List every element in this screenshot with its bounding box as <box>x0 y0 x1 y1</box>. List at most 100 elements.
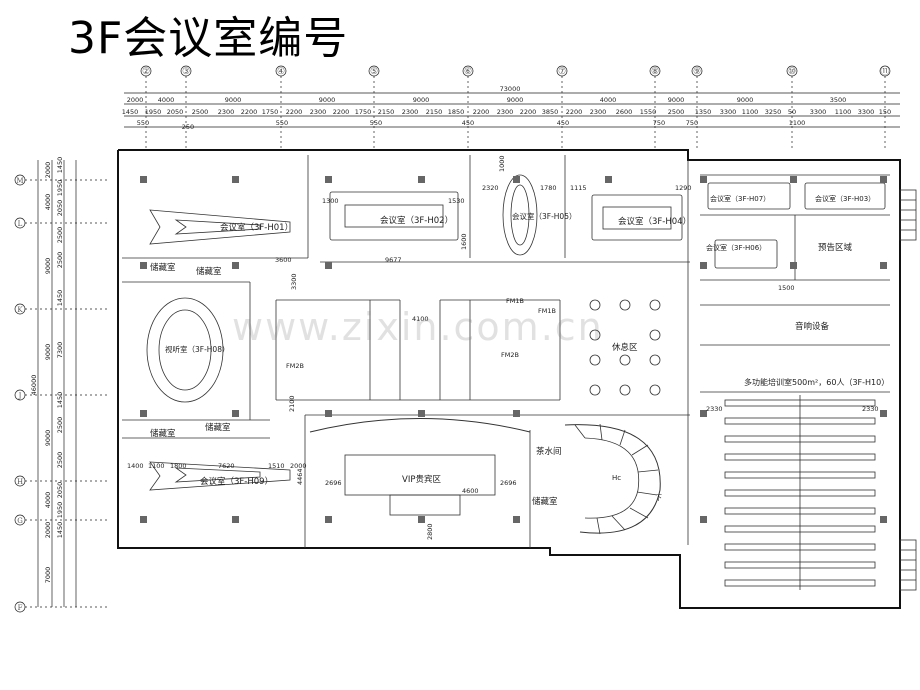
room-label-vip: VIP贵宾区 <box>402 474 441 485</box>
dim-top-2: 1950 <box>145 108 162 116</box>
room-label-h06: 会议室（3F-H06） <box>706 243 766 252</box>
dim-left-outer: 2000 <box>44 522 52 539</box>
room-label-storage: 储藏室 <box>532 496 558 507</box>
dim-top-2: 3300 <box>720 108 737 116</box>
room-label-storage: 储藏室 <box>150 428 176 439</box>
dim-left-inner: 2050 <box>56 482 64 499</box>
axis-top-label: ⑦ <box>558 67 566 77</box>
dim-top-1: 9000 <box>413 96 430 104</box>
dim-top-2: 2500 <box>668 108 685 116</box>
dim-left-inner: 1450 <box>56 522 64 539</box>
room-label-tea: 茶水间 <box>536 446 562 457</box>
room-label-h10: 多功能培训室500m²，60人（3F-H10） <box>744 377 889 387</box>
lounge-chairs <box>589 299 661 396</box>
dim-left-inner: 2500 <box>56 252 64 269</box>
room-dim: 1500 <box>778 284 795 292</box>
door-tag: FM2B <box>501 351 519 359</box>
dim-left-inner: 1950 <box>56 502 64 519</box>
dim-top-2: 2600 <box>616 108 633 116</box>
dim-top-2: 50 <box>788 108 796 116</box>
dim-top-2: 2500 <box>192 108 209 116</box>
room-dim: 2330 <box>706 405 723 413</box>
dim-left-outer: 9000 <box>44 344 52 361</box>
dim-left-outer: 9000 <box>44 258 52 275</box>
dim-top-1: 2000 <box>127 96 144 104</box>
axis-top-label: ⑥ <box>464 67 472 77</box>
dim-top-2: 2150 <box>426 108 443 116</box>
dim-left-inner: 1450 <box>56 290 64 307</box>
room-dim: 2100 <box>288 395 296 412</box>
room-dim: 4600 <box>462 487 479 495</box>
room-label-h02: 会议室（3F-H02） <box>380 215 453 226</box>
dim-top-2: 1550 <box>640 108 657 116</box>
dim-left-inner: 1450 <box>56 392 64 409</box>
room-dim: 7620 <box>218 462 235 470</box>
room-dim: 2696 <box>500 479 517 487</box>
room-label-reception: 预告区域 <box>818 242 853 253</box>
axis-left-label: H <box>17 478 23 486</box>
dim-top-2: 1750 <box>262 108 279 116</box>
dim-top-2: 2200 <box>241 108 258 116</box>
dim-top-2: 2200 <box>566 108 583 116</box>
dim-left-inner: 1450 <box>56 157 64 174</box>
dim-top-2: 2200 <box>286 108 303 116</box>
room-label-storage: 储藏室 <box>205 422 231 433</box>
room-dim: 2000 <box>290 462 307 470</box>
page-title: 3F会议室编号 <box>68 13 349 64</box>
dim-left-outer: 4000 <box>44 492 52 509</box>
axis-left-label: M <box>16 177 23 185</box>
dim-top-3: 550 <box>137 119 149 127</box>
dim-top-2: 3250 <box>765 108 782 116</box>
axis-left-label: J <box>18 392 22 400</box>
overall-height: 46000 <box>30 375 38 396</box>
dim-top-2: 1450 <box>122 108 139 116</box>
dim-top-1: 3500 <box>830 96 847 104</box>
room-dim: 1115 <box>570 184 587 192</box>
room-dim: 1780 <box>540 184 557 192</box>
dim-top-2: 1750 <box>355 108 372 116</box>
dim-top-2: 1850 <box>448 108 465 116</box>
axis-top-label: ⑪ <box>880 66 889 77</box>
room-label-av: 音响设备 <box>795 321 830 332</box>
door-tag: FM1B <box>506 297 524 305</box>
room-label-h09: 会议室（3F-H09） <box>200 476 273 487</box>
top-axis-markers <box>140 65 891 150</box>
dim-top-2: 3850 <box>542 108 559 116</box>
axis-top-label: ③ <box>182 67 190 77</box>
building-outline <box>117 149 901 609</box>
left-axis-markers <box>14 174 110 613</box>
overall-width: 73000 <box>500 85 521 93</box>
room-dim: 1290 <box>675 184 692 192</box>
room-dim: 9677 <box>385 256 402 264</box>
dim-top-2: 3300 <box>810 108 827 116</box>
stair-tag: 下 <box>655 494 662 502</box>
dim-top-2: 150 <box>879 108 891 116</box>
room-label-storage: 储藏室 <box>196 266 222 277</box>
dim-left-inner: 2500 <box>56 417 64 434</box>
dim-top-3: 1100 <box>789 119 806 127</box>
axis-top-label: ⑩ <box>788 67 796 77</box>
dim-top-2: 3300 <box>858 108 875 116</box>
axis-top-label: ⑨ <box>693 67 701 77</box>
dim-left-inner: 2050 <box>56 200 64 217</box>
room-dim: 3300 <box>290 273 298 290</box>
dim-left-outer: 4000 <box>44 194 52 211</box>
dim-left-inner: 2500 <box>56 452 64 469</box>
dim-top-1: 9000 <box>507 96 524 104</box>
room-label-storage: 储藏室 <box>150 262 176 273</box>
dim-top-3: 250 <box>182 123 194 131</box>
dim-left-outer: 2000 <box>44 162 52 179</box>
dim-top-2: 2200 <box>473 108 490 116</box>
axis-left-label: L <box>18 220 23 228</box>
room-dim: 1510 <box>268 462 285 470</box>
dim-top-2: 2300 <box>218 108 235 116</box>
room-dim: 1400 <box>127 462 144 470</box>
room-label-lounge: 休息区 <box>612 342 638 353</box>
dim-left-outer: 7000 <box>44 567 52 584</box>
dim-top-2: 2050 <box>167 108 184 116</box>
door-tag: FM1B <box>538 307 556 315</box>
dim-top-2: 1100 <box>835 108 852 116</box>
dim-left-inner: 1950 <box>56 180 64 197</box>
room-dim: 2696 <box>325 479 342 487</box>
